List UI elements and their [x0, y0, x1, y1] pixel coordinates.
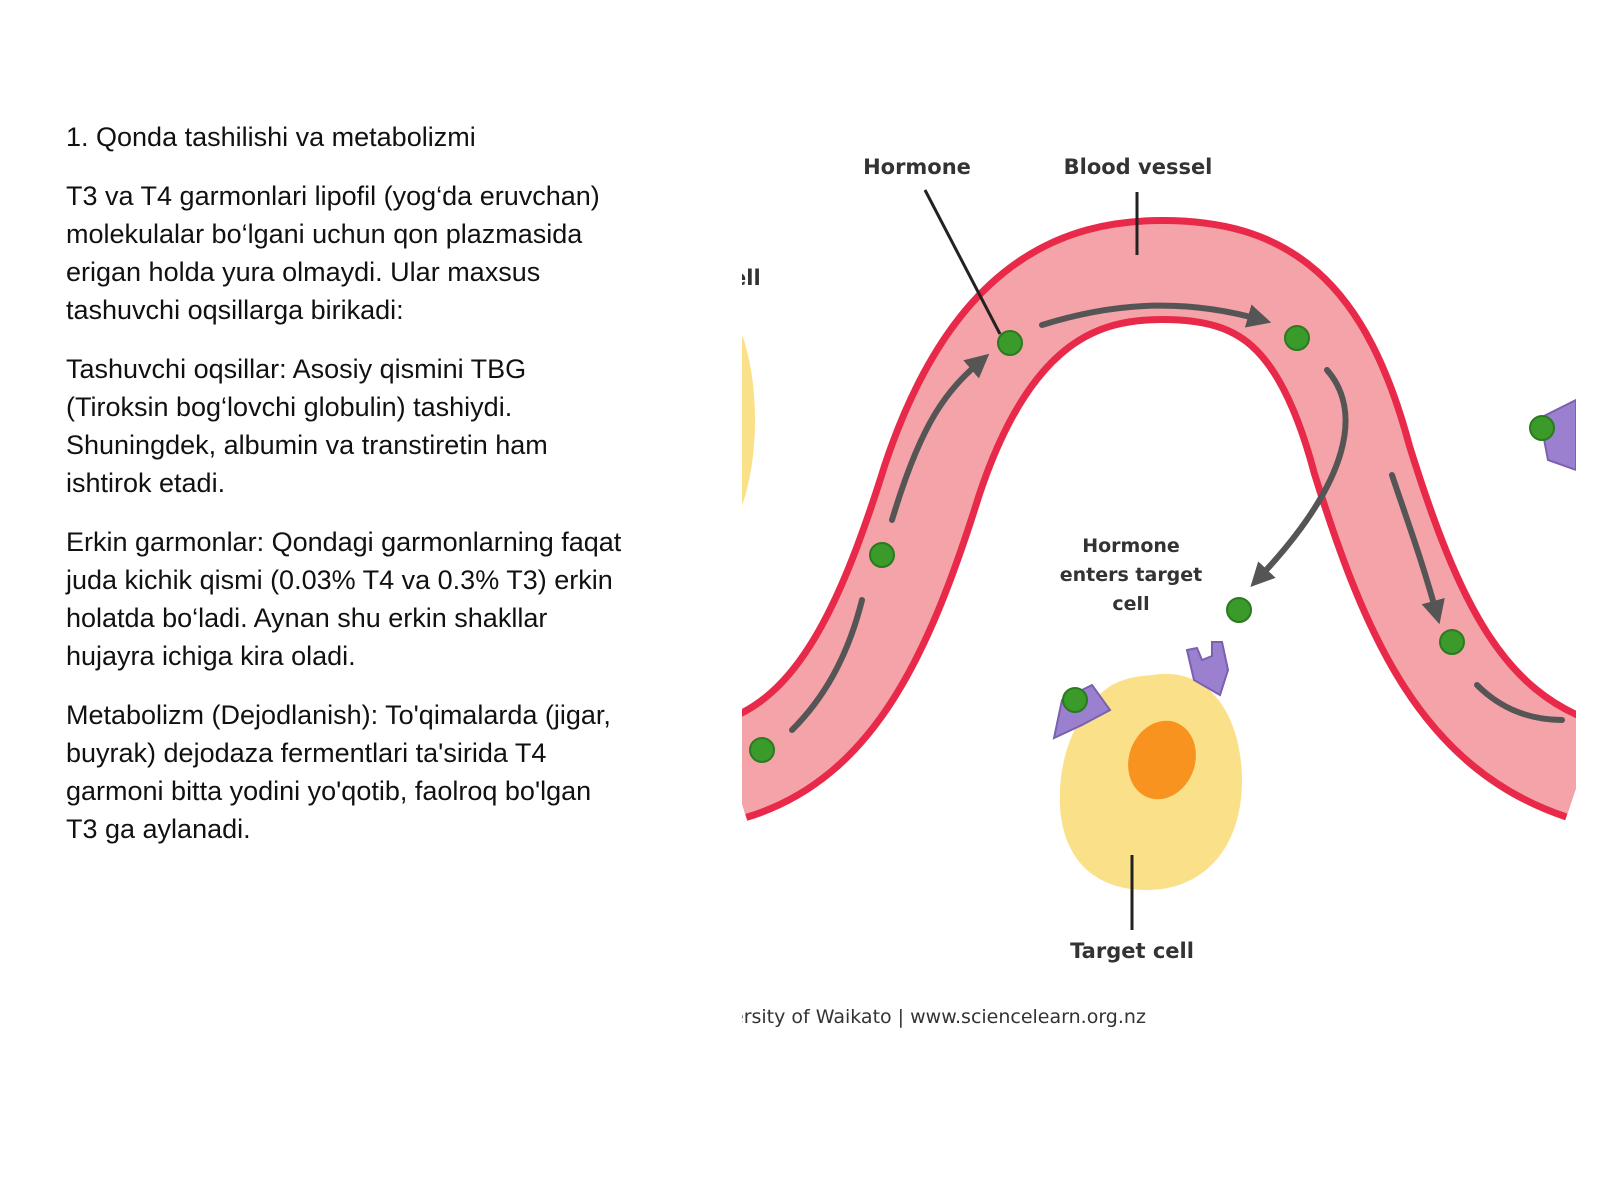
hormone-molecule: [1439, 629, 1465, 655]
hormone-diagram: Hormone Blood vessel ell Hormone enters …: [742, 155, 1576, 1028]
flow-arrow: [889, 353, 990, 523]
paragraph-lipophilic: T3 va T4 garmonlari lipofil (yog‘da eruv…: [66, 181, 600, 325]
hormone-transport-figure: Hormone Blood vessel ell Hormone enters …: [742, 120, 1576, 1060]
label-enters-line-2: enters target: [1060, 564, 1203, 586]
image-credit: ersity of Waikato | www.sciencelearn.org…: [742, 1006, 1146, 1028]
label-cut-left: ell: [742, 266, 761, 290]
hormone-molecule: [1529, 415, 1555, 441]
paragraph-carrier-proteins: Tashuvchi oqsillar: Asosiy qismini TBG (…: [66, 354, 548, 498]
paragraph-free-hormones: Erkin garmonlar: Qondagi garmonlarning f…: [66, 527, 622, 671]
text-column: 1. Qonda tashilishi va metabolizmi T3 va…: [66, 118, 626, 869]
receptor: [1185, 641, 1230, 697]
label-enters-line-1: Hormone: [1082, 535, 1180, 557]
hormone-molecule-bound: [1062, 687, 1088, 713]
hormone-molecule: [1284, 325, 1310, 351]
hormone-molecule: [869, 542, 895, 568]
hormone-molecule: [749, 737, 775, 763]
flow-arrow: [789, 597, 865, 733]
partial-cell-left: [742, 334, 755, 506]
flow-arrow: [1474, 682, 1565, 723]
label-hormone: Hormone: [863, 155, 971, 179]
paragraph-metabolism: Metabolizm (Dejodlanish): To'qimalarda (…: [66, 700, 611, 844]
label-blood-vessel: Blood vessel: [1064, 155, 1213, 179]
exit-arrow: [1250, 367, 1349, 587]
hormone-molecule: [997, 330, 1023, 356]
hormone-molecule: [1226, 597, 1252, 623]
section-heading: 1. Qonda tashilishi va metabolizmi: [66, 122, 476, 152]
label-enters-line-3: cell: [1112, 593, 1149, 615]
blood-vessel-lumen: [742, 223, 1576, 815]
label-target-cell: Target cell: [1070, 939, 1194, 963]
flow-arrow: [1039, 302, 1272, 328]
flow-arrow: [1389, 472, 1445, 625]
target-cell-nucleus: [1128, 720, 1196, 800]
leader-line-hormone: [923, 189, 1002, 335]
